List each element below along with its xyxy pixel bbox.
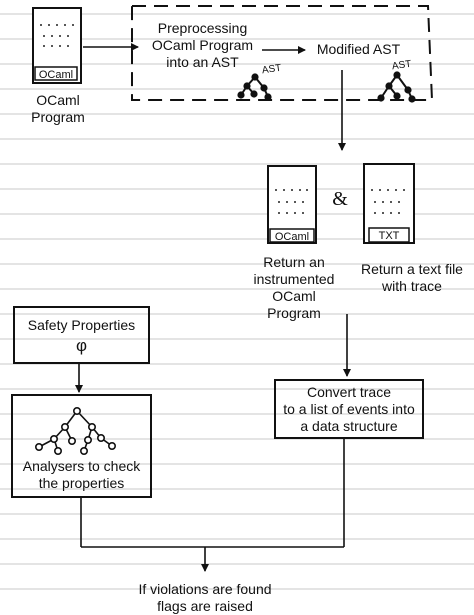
ast-tree-icon [237,73,272,101]
result-label: If violations are found flags are raised [138,581,272,614]
instrumented-file-icon: OCaml [267,165,317,244]
preprocess-label: Preprocessing OCaml Program into an AST [151,20,254,70]
text-file-label: Return a text file with trace [361,261,463,294]
ocaml-file-tag: OCaml [39,69,73,81]
safety-properties-label: Safety Properties [27,317,136,333]
convert-trace-label: Convert trace to a list of events into a… [283,384,415,434]
safety-properties-box [13,306,150,364]
ocaml-file-icon: OCaml [32,7,82,84]
trace-text-file-icon: TXT [363,163,415,244]
analysers-box [11,394,152,498]
instrumented-file-tag: OCaml [275,231,309,243]
modified-ast-label: Modified AST [316,41,401,57]
convert-trace-box [274,379,424,439]
analysers-tree-icon [34,406,117,455]
modified-ast-tree-icon [377,71,416,103]
ast-tag-preprocess: AST [261,63,282,77]
ampersand-symbol: & [332,188,348,210]
txt-file-tag: TXT [379,230,400,242]
phi-symbol: φ [75,336,88,355]
instrumented-label: Return an instrumented OCaml Program [253,254,335,321]
analysers-label: Analysers to check the properties [22,458,141,491]
ast-tag-modified: AST [391,59,412,73]
ocaml-program-label: OCaml Program [31,92,85,125]
